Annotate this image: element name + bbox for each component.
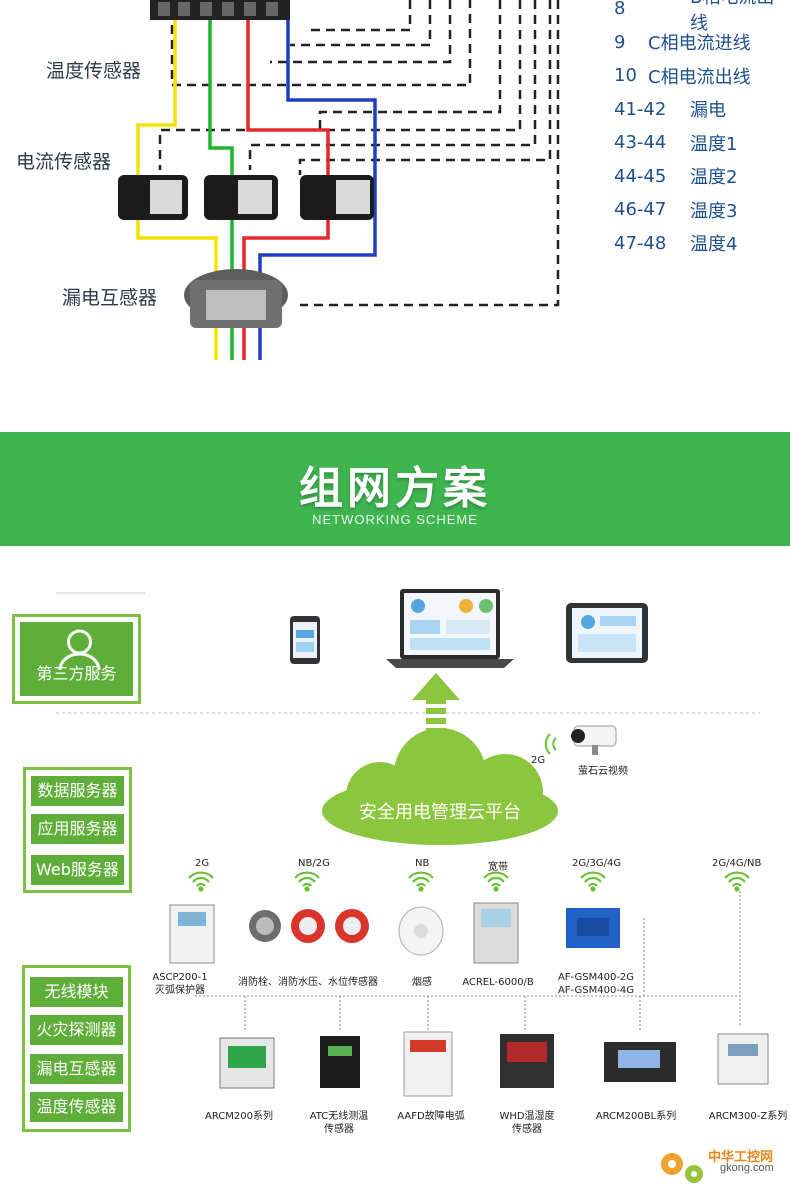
ascp200-label: ASCP200-1 灭弧保护器 [152, 972, 208, 996]
cloud-icon [322, 728, 558, 845]
smoke-detector-icon [398, 906, 444, 956]
terminal-name: C相电流出线 [648, 66, 751, 88]
smoke-detector-label: 烟感 [412, 977, 432, 988]
signal-lines [158, 0, 560, 307]
watermark-en: gkong.com [720, 1162, 774, 1174]
terminal-no: 43-44 [614, 132, 667, 154]
phone-icon [290, 616, 320, 664]
device-bus [195, 891, 741, 1032]
device-net-label: 2G/4G/NB [712, 858, 762, 869]
ascp200-icon [169, 904, 215, 964]
terminal-table: 8 B相电流出线 9 C相电流进线 10 C相电流出线 41-42 漏电 43-44 温度… [614, 0, 790, 260]
arcm200bl-icon [604, 1042, 676, 1082]
web-server-button: Web服务器 [31, 855, 124, 885]
gear-logo-icon [661, 1153, 703, 1183]
terminal-no: 9 [614, 31, 626, 53]
wireless-module-button: 无线模块 [30, 977, 123, 1007]
terminal-row: 46-47 温度3 [614, 193, 790, 227]
arcm300z-icon [717, 1033, 769, 1085]
aafd-icon [403, 1031, 453, 1097]
terminal-row: 10 C相电流出线 [614, 59, 790, 93]
terminal-no: 44-45 [614, 165, 667, 187]
wiring-diagram: 温度传感器 电流传感器 漏电互感器 8 B相电流出线 9 C相电流进线 10 C相电流… [0, 0, 790, 400]
gsm-module-label: AF-GSM400-2G AF-GSM400-4G [557, 972, 635, 996]
section-title: 组网方案 [299, 463, 491, 514]
third-party-label: 第三方服务 [36, 664, 117, 683]
terminal-name: 温度1 [690, 133, 738, 155]
terminal-no: 46-47 [614, 199, 667, 221]
network-svg [56, 589, 769, 1097]
arcm200-label: ARCM200系列 [205, 1111, 273, 1122]
leakage-transformer-icon [184, 269, 288, 328]
terminal-row: 41-42 漏电 [614, 93, 790, 127]
hydrant-sensor-icons [249, 909, 369, 943]
terminal-row: 8 B相电流出线 [614, 0, 790, 34]
tablet-icon [566, 603, 648, 663]
camera-label: 萤石云视频 [578, 766, 628, 777]
gsm-module-icon [566, 908, 620, 948]
terminal-row: 44-45 温度2 [614, 160, 790, 194]
device-net-label: 2G [195, 858, 210, 869]
terminal-name: 漏电 [690, 100, 726, 122]
fire-detector-button: 火灾探测器 [30, 1015, 123, 1045]
terminal-no: 41-42 [614, 98, 667, 120]
terminal-no: 8 [614, 0, 626, 20]
wiring-svg [118, 0, 560, 360]
user-icon [58, 629, 101, 671]
camera-net-label: 2G [531, 755, 546, 766]
terminal-no: 47-48 [614, 232, 667, 254]
terminal-no: 10 [614, 65, 637, 87]
third-party-panel: 第三方服务 [12, 614, 141, 704]
watermark-cn: 中华工控网 [708, 1150, 774, 1165]
temp-sensor-label: 温度传感器 [46, 60, 142, 82]
wifi-icons [188, 871, 750, 892]
atc-sensor-icon [320, 1036, 360, 1088]
whd-sensor-label: WHD温湿度 传感器 [499, 1111, 555, 1135]
hydrant-sensor-label: 消防栓、消防水压、水位传感器 [238, 977, 378, 988]
terminal-name: B相电流出线 [690, 0, 774, 34]
terminal-row: 47-48 温度4 [614, 227, 790, 261]
terminal-row: 43-44 温度1 [614, 126, 790, 160]
aafd-label: AAFD故障电弧 [397, 1111, 465, 1122]
section-banner: 组网方案 NETWORKING SCHEME [0, 432, 790, 546]
atc-sensor-label: ATC无线测温 传感器 [309, 1111, 369, 1135]
acrel6000-icon [473, 902, 519, 964]
terminal-name: 温度2 [690, 167, 738, 189]
leakage-transformer-label: 漏电互感器 [62, 287, 158, 309]
upload-arrow-icon [412, 673, 460, 734]
arcm300z-label: ARCM300-Z系列 [708, 1111, 788, 1122]
watermark: 中华工控网 gkong.com [656, 1140, 790, 1196]
device-net-label: 2G/3G/4G [572, 858, 622, 869]
terminal-block [150, 0, 290, 20]
device-net-label: 宽带 [488, 862, 508, 873]
current-sensor-label: 电流传感器 [16, 151, 112, 173]
server-panel: 数据服务器 应用服务器 Web服务器 [23, 767, 132, 893]
cloud-platform-label: 安全用电管理云平台 [359, 802, 521, 823]
whd-sensor-icon [500, 1034, 554, 1088]
terminal-row: 9 C相电流进线 [614, 26, 790, 60]
temp-sensor-button: 温度传感器 [30, 1092, 123, 1122]
third-party-inner: 第三方服务 [20, 622, 133, 696]
device-net-label: NB [415, 858, 430, 869]
field-device-panel: 无线模块 火灾探测器 漏电互感器 温度传感器 [22, 965, 131, 1132]
acrel6000-label: ACREL-6000/B [462, 977, 534, 988]
app-server-button: 应用服务器 [31, 814, 124, 844]
device-net-label: NB/2G [298, 858, 330, 869]
data-server-button: 数据服务器 [31, 776, 124, 806]
arcm200-icon [219, 1037, 275, 1089]
section-subtitle: NETWORKING SCHEME [312, 512, 478, 527]
leakage-transformer-button: 漏电互感器 [30, 1054, 123, 1084]
arcm200bl-label: ARCM200BL系列 [595, 1111, 677, 1122]
terminal-name: 温度3 [690, 200, 738, 222]
laptop-icon [386, 589, 514, 668]
terminal-name: C相电流进线 [648, 33, 751, 55]
network-diagram: 第三方服务 数据服务器 应用服务器 Web服务器 无线模块 火灾探测器 漏电互感… [0, 546, 790, 1200]
terminal-name: 温度4 [690, 234, 738, 256]
camera-icon [571, 725, 617, 755]
camera-wifi-icon [544, 733, 557, 755]
current-sensor-icons [118, 175, 374, 220]
